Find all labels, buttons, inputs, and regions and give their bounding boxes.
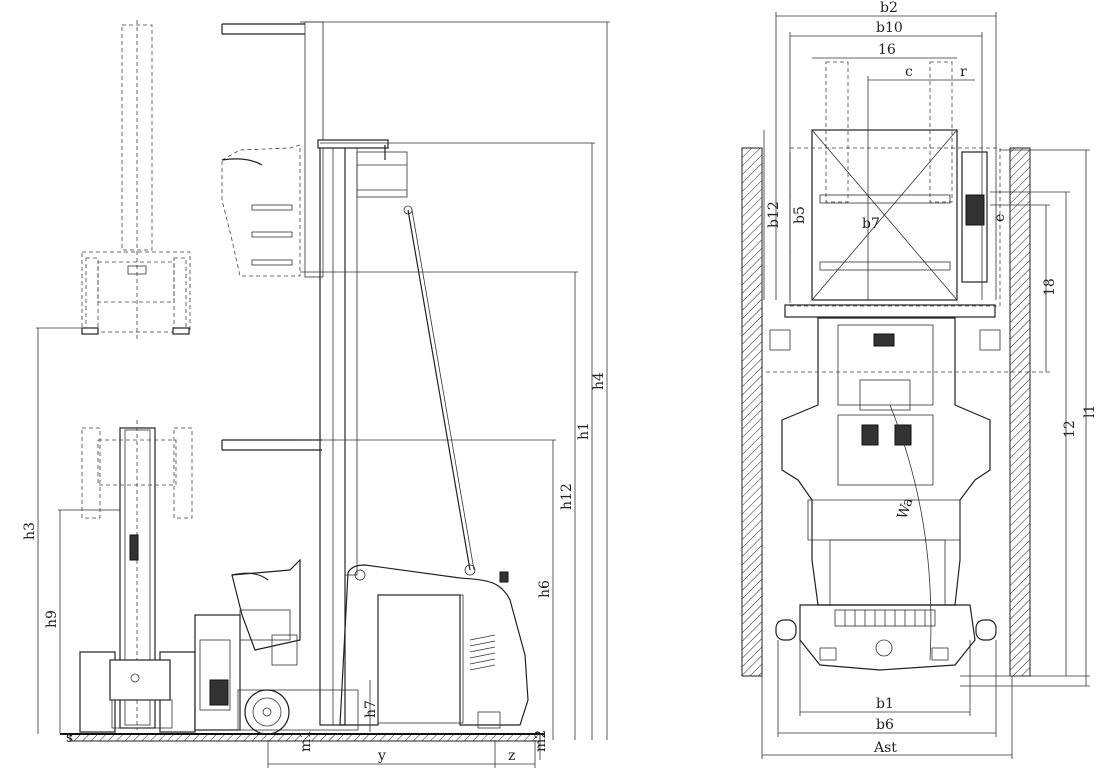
- top-bottom-dimensions: b1 b6 Ast: [761, 640, 1013, 759]
- dim-b5: b5: [792, 206, 808, 224]
- overhead-guard-strut: [403, 205, 476, 576]
- dim-h3: h3: [22, 522, 38, 540]
- dim-b12: b12: [766, 201, 782, 228]
- dim-wa: Wa: [895, 496, 917, 521]
- dim-l6: 16: [878, 42, 896, 58]
- dim-h9: h9: [44, 610, 60, 628]
- dim-b10: b10: [876, 20, 903, 36]
- dim-m2: m2: [533, 730, 549, 752]
- top-right-vertical-dimensions: l1 12 18: [766, 149, 1098, 687]
- rear-counterweight: [775, 604, 997, 671]
- dim-h6: h6: [537, 580, 553, 598]
- truck-body-top: [781, 317, 991, 606]
- sideshift-carriage: [769, 151, 1001, 351]
- dim-b2: b2: [880, 0, 898, 16]
- dim-ast: Ast: [873, 740, 897, 756]
- lowered-fork-tine: [221, 439, 322, 451]
- dim-c: c: [905, 64, 913, 80]
- dim-s: s: [66, 730, 73, 746]
- dim-h1: h1: [576, 422, 592, 440]
- drive-wheel: [237, 689, 359, 735]
- raised-carriage-rear-view: [81, 20, 191, 340]
- dim-e: e: [992, 214, 1008, 222]
- top-horizontal-dimensions: b2 b10 16 c r: [775, 0, 997, 300]
- right-rack-wall: [1009, 147, 1031, 677]
- turning-radius-line: [889, 404, 932, 661]
- dim-l2: 12: [1062, 420, 1078, 438]
- dim-b1: b1: [876, 696, 894, 712]
- dim-h4: h4: [591, 372, 607, 390]
- main-mast: [317, 139, 408, 726]
- dim-h12: h12: [559, 483, 575, 510]
- left-rack-wall: [741, 147, 763, 677]
- top-view: b2 b10 16 c r b12 b5 b7 e l1: [741, 0, 1098, 759]
- dim-l8: 18: [1042, 278, 1058, 296]
- side-horizontal-dimensions: y z: [267, 740, 536, 768]
- top-left-inner-dimensions: b12 b5 b7 e: [763, 130, 1008, 300]
- side-view: h4 h1 h12 h6 m2 h7 m1 h3 h9 s: [22, 20, 610, 768]
- side-left-dimensions: h3 h9 s: [22, 327, 120, 746]
- dim-b7: b7: [862, 216, 880, 232]
- operator-platform: [194, 558, 301, 731]
- dim-h7: h7: [363, 700, 379, 718]
- lowered-mast-rear-view: [79, 420, 196, 733]
- side-vertical-dimensions: h4 h1 h12 h6 m2 h7 m1: [298, 21, 610, 760]
- dim-l1: l1: [1082, 405, 1098, 418]
- dim-m1: m1: [298, 730, 314, 752]
- dim-r: r: [960, 64, 967, 80]
- dim-b6: b6: [876, 717, 894, 733]
- dim-z: z: [508, 748, 515, 764]
- pallet-outline: [789, 61, 1001, 307]
- dim-y: y: [377, 748, 386, 764]
- truck-chassis: [339, 564, 529, 729]
- raised-fork-carriage: [221, 21, 324, 278]
